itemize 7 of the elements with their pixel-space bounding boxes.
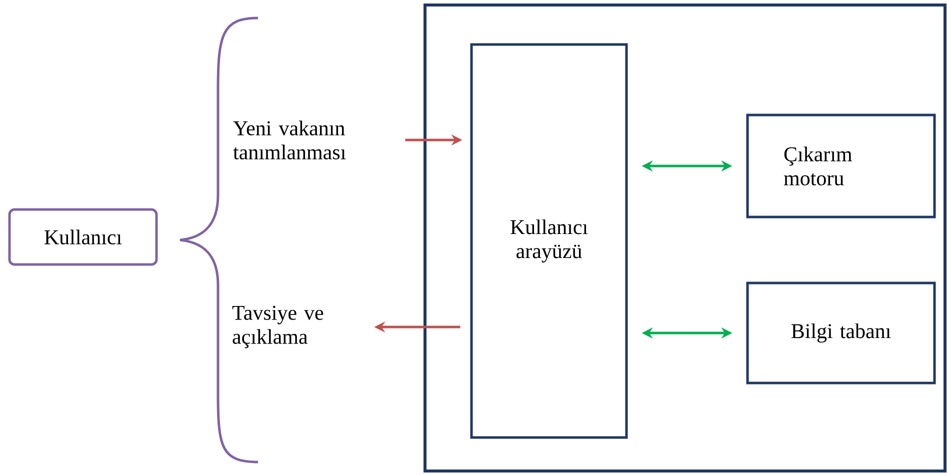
- system-frame: [424, 4, 946, 472]
- interface-box: Kullanıcı arayüzü: [470, 43, 628, 439]
- knowledge-base-box: Bilgi tabanı: [746, 282, 936, 384]
- user-box: Kullanıcı: [8, 208, 158, 266]
- input-label: Yeni vakanın tanımlanması: [233, 120, 346, 160]
- engine-box: Çıkarım motoru: [746, 114, 936, 218]
- output-label: Tavsiye ve açıklama: [232, 306, 324, 348]
